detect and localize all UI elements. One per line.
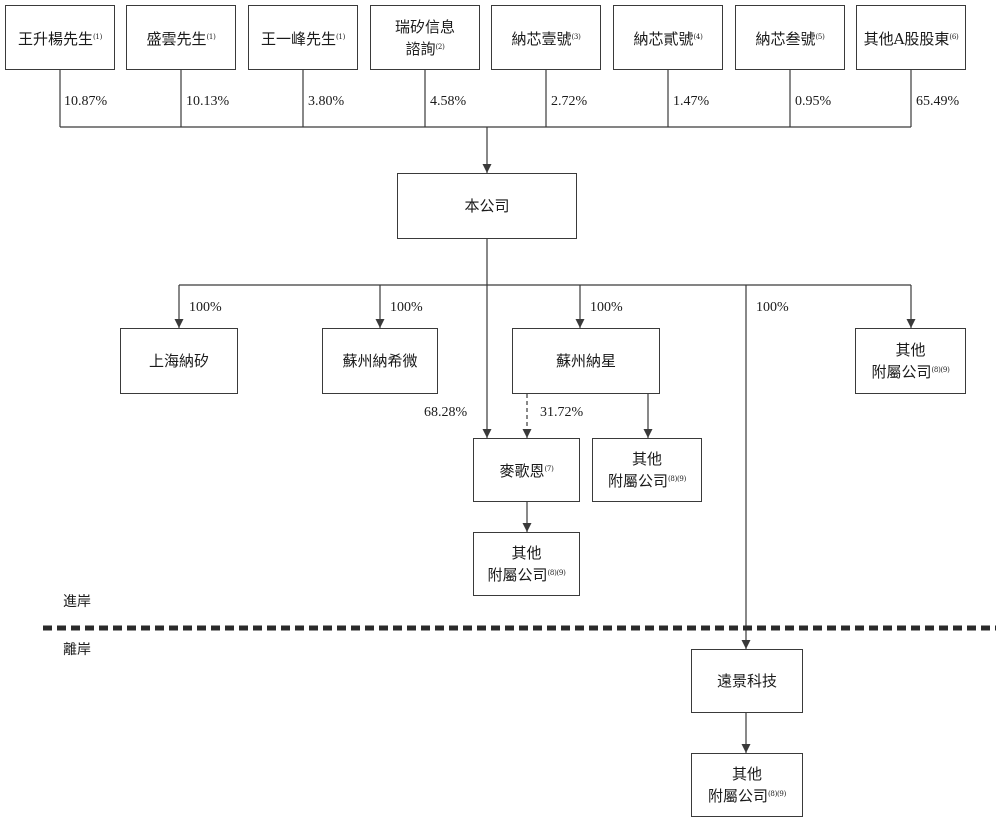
yuanjing-box: 遠景科技 bbox=[691, 649, 803, 713]
other-subsidiaries-naxing-box: 其他 附屬公司(8)(9) bbox=[592, 438, 702, 502]
pct-suzhou-xiwei: 100% bbox=[390, 300, 423, 315]
shareholding-pct-3: 3.80% bbox=[308, 94, 345, 109]
shareholder-box-6: 納芯貳號(4) bbox=[613, 5, 723, 70]
shareholding-pct-5: 2.72% bbox=[551, 94, 588, 109]
shareholder-box-5: 納芯壹號(3) bbox=[491, 5, 601, 70]
other-subsidiaries-top-box: 其他 附屬公司(8)(9) bbox=[855, 328, 966, 394]
shareholder-box-4: 瑞矽信息 諮詢(2) bbox=[370, 5, 480, 70]
company-box: 本公司 bbox=[397, 173, 577, 239]
shareholding-pct-4: 4.58% bbox=[430, 94, 467, 109]
shareholding-pct-2: 10.13% bbox=[186, 94, 230, 109]
pct-shanghai: 100% bbox=[189, 300, 222, 315]
shareholder-box-3: 王一峰先生(1) bbox=[248, 5, 358, 70]
pct-company-to-maigeen: 68.28% bbox=[424, 405, 468, 420]
maigeen-box: 麥歌恩(7) bbox=[473, 438, 580, 502]
shareholding-pct-7: 0.95% bbox=[795, 94, 832, 109]
pct-yuanjing: 100% bbox=[756, 300, 789, 315]
other-subsidiaries-maigeen-box: 其他 附屬公司(8)(9) bbox=[473, 532, 580, 596]
shareholder-box-1: 王升楊先生(1) bbox=[5, 5, 115, 70]
pct-suzhou-naxing: 100% bbox=[590, 300, 623, 315]
shareholding-pct-8: 65.49% bbox=[916, 94, 960, 109]
subsidiary-suzhou-naxing-box: 蘇州納星 bbox=[512, 328, 660, 394]
other-subsidiaries-yuanjing-box: 其他 附屬公司(8)(9) bbox=[691, 753, 803, 817]
onshore-label: 進岸 bbox=[63, 594, 91, 610]
subsidiary-shanghai-box: 上海納矽 bbox=[120, 328, 238, 394]
shareholder-box-2: 盛雲先生(1) bbox=[126, 5, 236, 70]
subsidiary-suzhou-xiwei-box: 蘇州納希微 bbox=[322, 328, 438, 394]
offshore-label: 離岸 bbox=[63, 642, 91, 658]
shareholder-box-8: 其他A股股東(6) bbox=[856, 5, 966, 70]
shareholder-box-7: 納芯叁號(5) bbox=[735, 5, 845, 70]
shareholding-pct-1: 10.87% bbox=[64, 94, 108, 109]
shareholding-pct-6: 1.47% bbox=[673, 94, 710, 109]
pct-naxing-to-maigeen: 31.72% bbox=[540, 405, 584, 420]
